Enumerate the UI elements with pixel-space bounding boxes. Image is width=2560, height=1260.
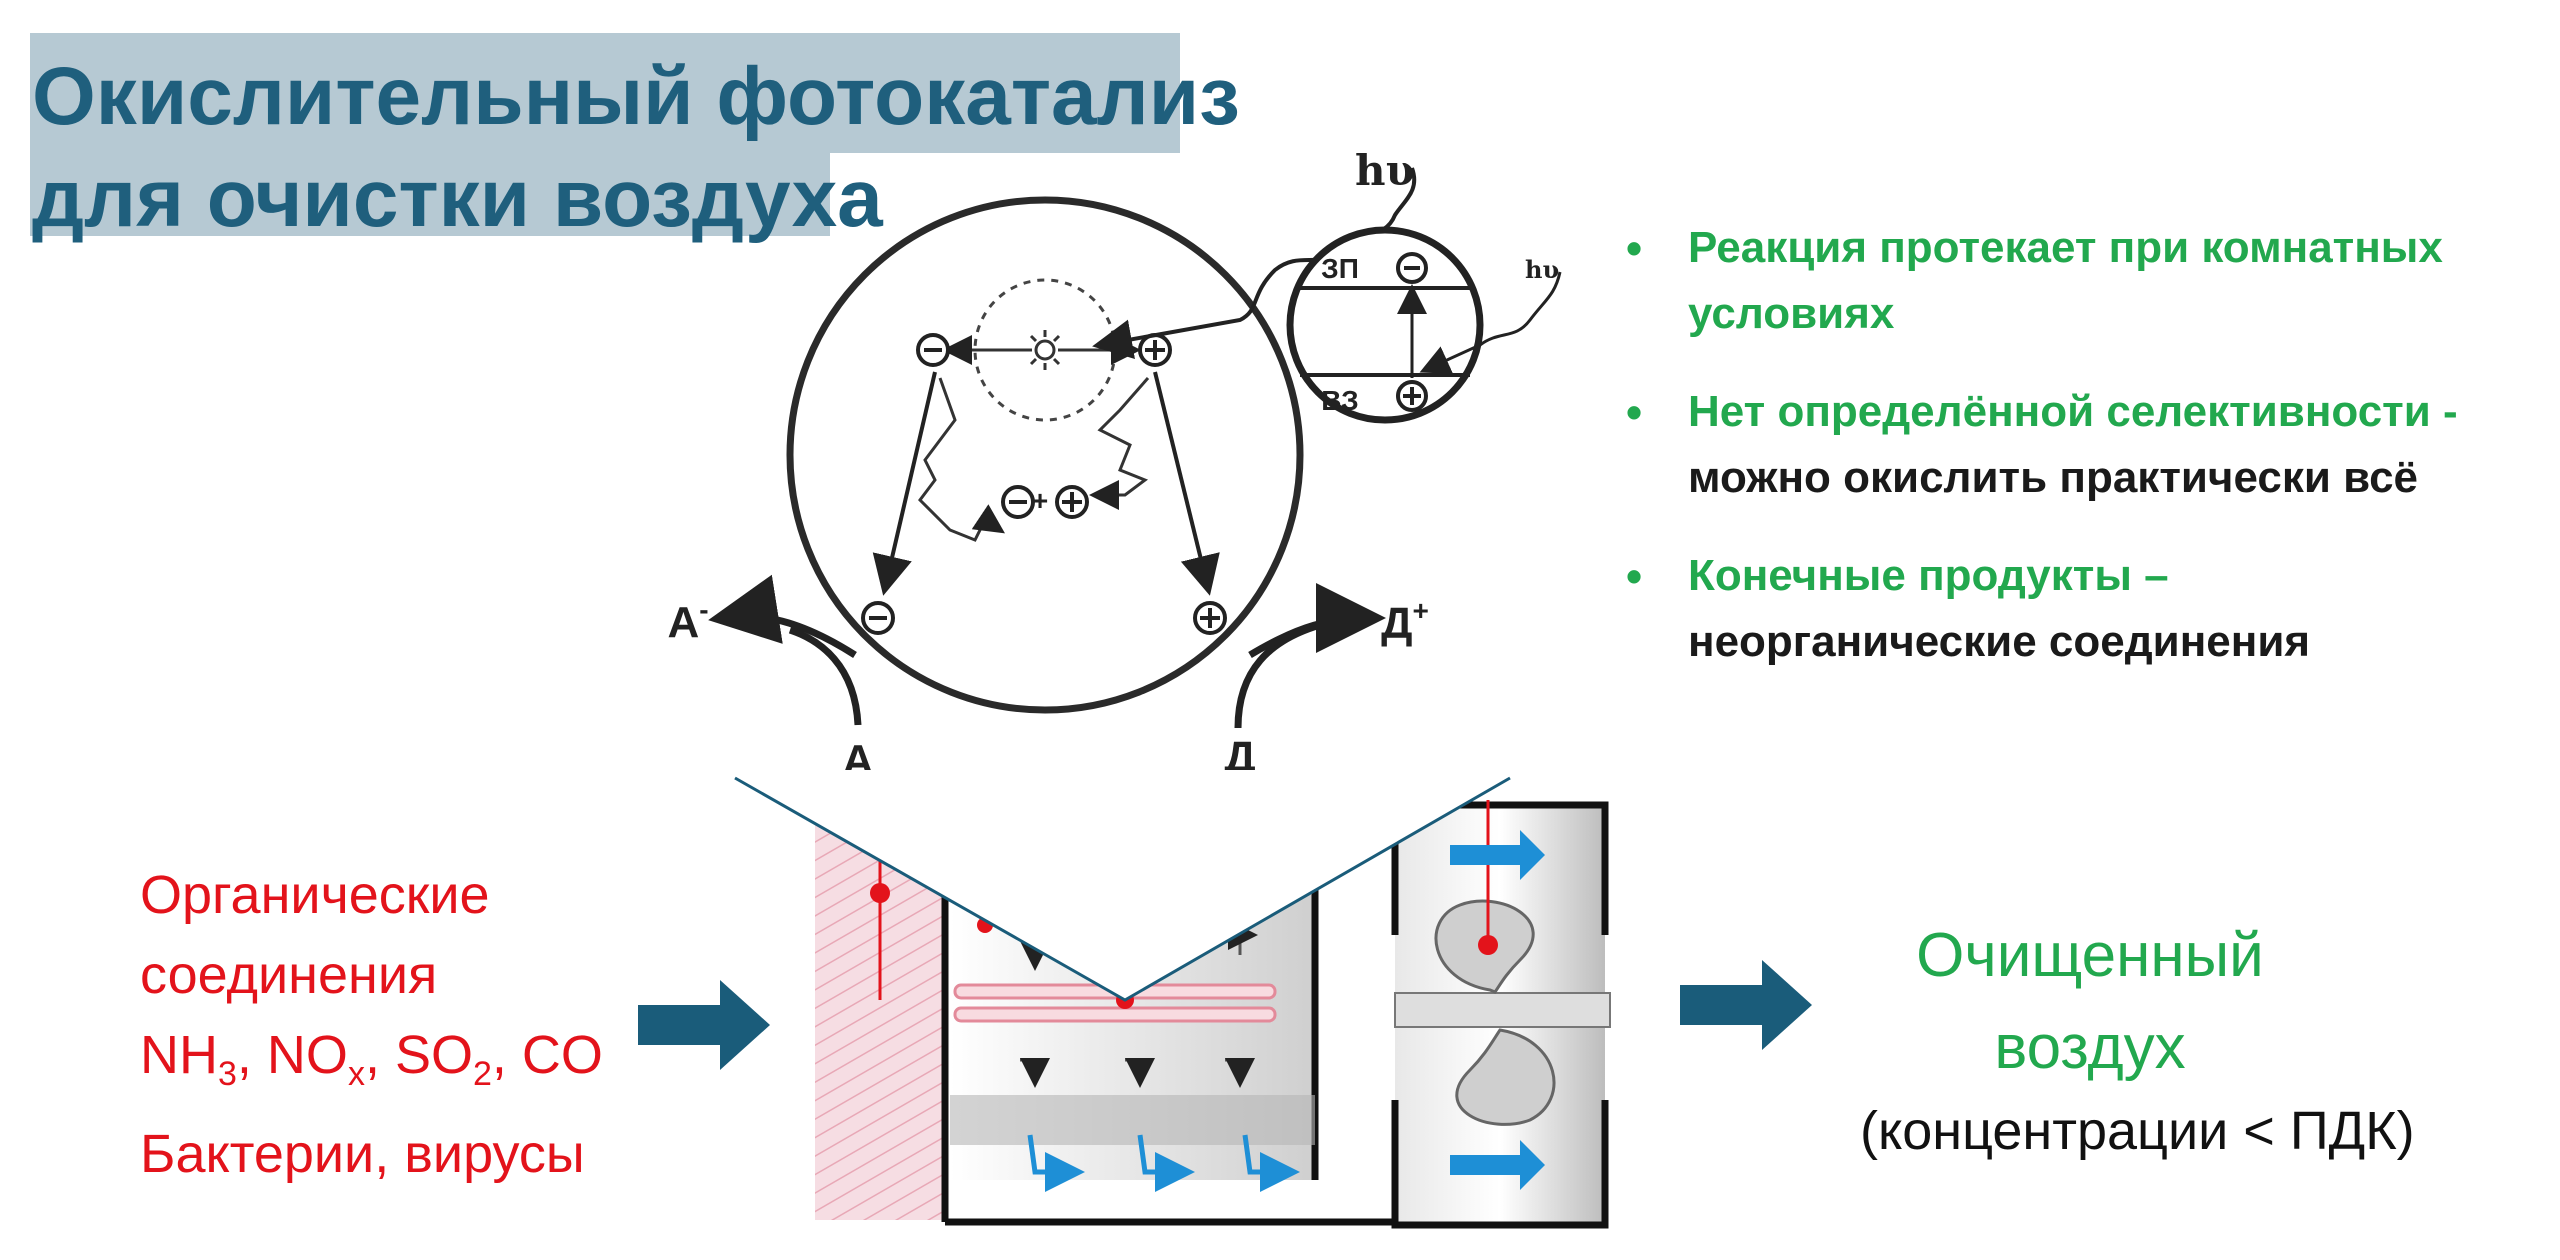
- conduction-band-label: ЗП: [1321, 253, 1359, 284]
- electron-surface-symbol: [861, 601, 895, 635]
- bullet-marker: •: [1626, 550, 1643, 602]
- property-item-room-conditions: • Реакция протекает при комнатных услови…: [1620, 215, 2540, 347]
- fan-probe-dot: [1478, 935, 1498, 955]
- zoom-callout-lines: [734, 776, 1511, 1002]
- inlet-line-3: NH3, NOx, SO2, CO: [140, 1025, 603, 1093]
- inset-hole-symbol: [1396, 380, 1428, 412]
- title-background-line2: [30, 148, 830, 236]
- hole-recombination-path: [1089, 377, 1150, 510]
- bullet-marker: •: [1626, 386, 1643, 438]
- property-text: Нет определённой селективности -: [1688, 387, 2458, 436]
- outlet-title: Очищенный воздух: [1916, 921, 2264, 1082]
- donor-ion-label: Д+: [1381, 595, 1429, 648]
- property-text: Реакция протекает при комнатных условиях: [1688, 223, 2443, 338]
- bullet-marker: •: [1626, 222, 1643, 274]
- hole-surface-symbol: [1193, 601, 1227, 635]
- chamber-outflow-arrows: [1027, 1134, 1300, 1192]
- zoom-mask: [735, 770, 1510, 1000]
- band-structure-inset: [1286, 226, 1484, 424]
- acceptor-ion-label: А-: [667, 594, 708, 647]
- acceptor-input-curve: [788, 626, 862, 726]
- outlet-note: (концентрации < ПДК): [1860, 1101, 2415, 1161]
- inlet-line-4: Бактерии, вирусы: [140, 1123, 585, 1184]
- catalyst-particle-circle: [786, 196, 1304, 714]
- inlet-pollutants-label: Органические соединения NH3, NOx, SO2, C…: [140, 855, 603, 1194]
- inlet-arrow: [638, 980, 770, 1070]
- acceptor-reduction-arrow: [708, 574, 857, 658]
- recombination-pair: +: [1001, 485, 1089, 519]
- fan-flow-arrow-bottom: [1450, 1140, 1545, 1190]
- property-item-products: • Конечные продукты – неорганические сое…: [1620, 543, 2540, 675]
- title-background: [30, 33, 1180, 153]
- inset-electron-symbol: [1396, 252, 1428, 284]
- inset-photon-arrow: [1419, 271, 1562, 374]
- inlet-line-2: соединения: [140, 945, 438, 1005]
- filter-probe-dot: [870, 883, 890, 903]
- inlet-line-1: Органические: [140, 865, 490, 925]
- property-detail: можно окислить практически всё: [1688, 453, 2419, 502]
- uv-lamp-bottom: [953, 1006, 1277, 1023]
- fan-housing-top: [1391, 801, 1609, 935]
- fan-flow-arrow-top: [1450, 830, 1545, 880]
- electron-migration-arrow: [872, 371, 937, 596]
- valence-band-label: ВЗ: [1321, 385, 1358, 416]
- properties-list: • Реакция протекает при комнатных услови…: [1620, 215, 2540, 707]
- donor-oxidation-arrow: [1248, 583, 1386, 659]
- electron-top-symbol: [916, 333, 950, 367]
- fan-housing-bottom: [1391, 1100, 1609, 1229]
- fan-shaft: [1394, 992, 1611, 1028]
- light-source-icon: [1025, 330, 1065, 370]
- property-text: Конечные продукты –: [1688, 551, 2169, 600]
- slide-title: Окислительный фотокатализ для очистки во…: [32, 51, 1240, 244]
- photon-label: hυ: [1355, 146, 1415, 195]
- electron-recombination-path: [918, 377, 1005, 542]
- hole-top-symbol: [1138, 333, 1172, 367]
- fan-blade-bottom: [1455, 1028, 1556, 1126]
- hole-migration-arrow: [1153, 371, 1220, 596]
- outlet-arrow: [1680, 960, 1812, 1050]
- property-detail: неорганические соединения: [1688, 617, 2311, 666]
- catalyst-bed: [950, 1095, 1315, 1145]
- recombination-plus-label: +: [1032, 485, 1048, 516]
- photon-small-label: hυ: [1525, 255, 1559, 284]
- property-item-selectivity: • Нет определённой селективности - можно…: [1620, 379, 2540, 511]
